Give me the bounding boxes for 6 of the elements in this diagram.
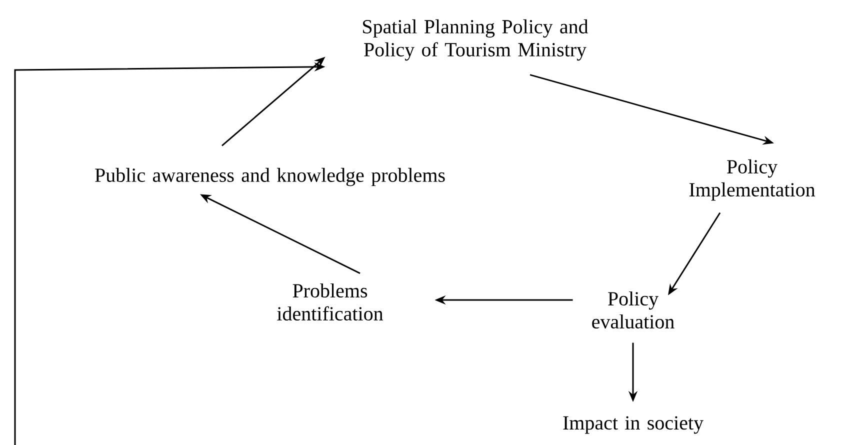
text-label: Problems identification <box>277 283 384 321</box>
text-label: Public awareness and knowledge problems <box>95 168 445 186</box>
text-label: Policy Implementation <box>689 159 816 201</box>
text-label: Impact in society <box>563 416 704 434</box>
text-label: Spatial Planning Policy and Policy of Tourism Ministry <box>363 19 588 61</box>
text-label: Policy evaluation <box>592 291 674 329</box>
